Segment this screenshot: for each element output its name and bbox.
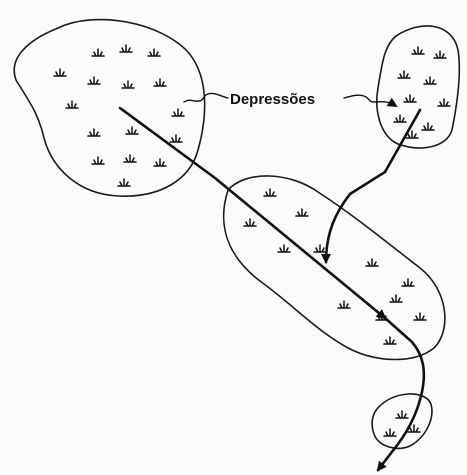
vegetation-tuft-mark bbox=[434, 51, 446, 58]
vegetation-tuft-mark bbox=[148, 49, 160, 56]
vegetation-tuft-mark bbox=[396, 411, 408, 418]
vegetation-tuft-mark bbox=[338, 301, 350, 308]
depressions-label: Depressões bbox=[230, 91, 315, 108]
vegetation-tuft-mark bbox=[384, 337, 396, 344]
vegetation-tuft-mark bbox=[394, 115, 406, 122]
flow-line-upper-right-branch bbox=[326, 110, 420, 262]
vegetation-tuft-mark bbox=[424, 77, 436, 84]
vegetation-tuft-mark bbox=[422, 123, 434, 130]
vegetation-tuft-mark bbox=[54, 69, 66, 76]
vegetation-tuft-mark bbox=[296, 209, 308, 216]
vegetation-tuft-mark bbox=[384, 429, 396, 436]
depression-outline-upper-left bbox=[14, 20, 204, 197]
vegetation-tuft-mark bbox=[66, 101, 78, 108]
vegetation-tuft-mark bbox=[154, 79, 166, 86]
vegetation-tuft-mark bbox=[126, 127, 138, 134]
vegetation-tuft-mark bbox=[88, 129, 100, 136]
vegetation-tuft-mark bbox=[122, 81, 134, 88]
vegetation-tuft-mark bbox=[92, 49, 104, 56]
vegetation-tuft-mark bbox=[172, 109, 184, 116]
vegetation-tuft-mark bbox=[124, 155, 136, 162]
vegetation-tuft-mark bbox=[412, 47, 424, 54]
depression-outline-center bbox=[224, 176, 445, 360]
vegetation-tuft-mark bbox=[244, 219, 256, 226]
vegetation-tuft-mark bbox=[154, 159, 166, 166]
vegetation-tuft-mark bbox=[120, 45, 132, 52]
vegetation-tuft-mark bbox=[404, 95, 416, 102]
vegetation-tuft-mark bbox=[398, 71, 410, 78]
vegetation-tuft-mark bbox=[402, 279, 414, 286]
depression-outline-upper-right bbox=[377, 26, 460, 148]
vegetation-tuft-mark bbox=[414, 313, 426, 320]
vegetation-tuft-mark bbox=[314, 245, 326, 252]
vegetation-tuft-mark bbox=[92, 157, 104, 164]
vegetation-tuft-mark bbox=[170, 135, 182, 142]
vegetation-tuft-mark bbox=[88, 77, 100, 84]
label-pointer-right bbox=[344, 95, 396, 106]
vegetation-tuft-mark bbox=[438, 99, 450, 106]
vegetation-tuft-mark bbox=[278, 245, 290, 252]
vegetation-tuft-mark bbox=[264, 189, 276, 196]
vegetation-tuft-mark bbox=[118, 179, 130, 186]
vegetation-tuft-mark bbox=[390, 295, 402, 302]
vegetation-tuft-mark bbox=[366, 259, 378, 266]
label-pointer-left bbox=[184, 93, 228, 102]
flow-line-main-channel bbox=[120, 108, 385, 318]
